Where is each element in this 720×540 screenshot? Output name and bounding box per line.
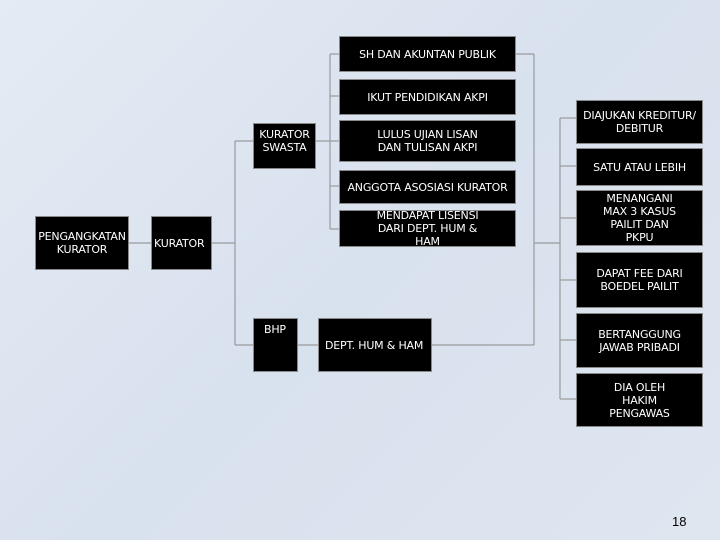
node-bertanggung-jawab: BERTANGGUNG JAWAB PRIBADI: [576, 313, 703, 368]
node-ikut-pendidikan: IKUT PENDIDIKAN AKPI: [339, 79, 516, 115]
node-diajukan-kreditur: DIAJUKAN KREDITUR/ DEBITUR: [576, 100, 703, 144]
node-menangani-max: MENANGANI MAX 3 KASUS PAILIT DAN PKPU: [576, 190, 703, 246]
node-dia-oleh-hakim: DIA OLEH HAKIM PENGAWAS: [576, 373, 703, 427]
node-mendapat-lisensi: MENDAPAT LISENSI DARI DEPT. HUM & HAM: [339, 209, 516, 248]
node-kurator: KURATOR: [151, 216, 212, 270]
node-lulus-ujian: LULUS UJIAN LISAN DAN TULISAN AKPI: [339, 120, 516, 162]
node-anggota-asosiasi: ANGGOTA ASOSIASI KURATOR: [339, 170, 516, 204]
page-number: 18: [672, 514, 687, 529]
node-satu-atau-lebih: SATU ATAU LEBIH: [576, 148, 703, 186]
node-pengangkatan-kurator: PENGANGKATAN KURATOR: [35, 216, 129, 270]
node-kurator-swasta: KURATOR SWASTA: [253, 123, 316, 169]
node-sh-akuntan-publik: SH DAN AKUNTAN PUBLIK: [339, 36, 516, 72]
node-bhp: BHP: [253, 318, 298, 372]
node-dept-hum-ham: DEPT. HUM & HAM: [318, 318, 432, 372]
node-dapat-fee: DAPAT FEE DARI BOEDEL PAILIT: [576, 252, 703, 308]
